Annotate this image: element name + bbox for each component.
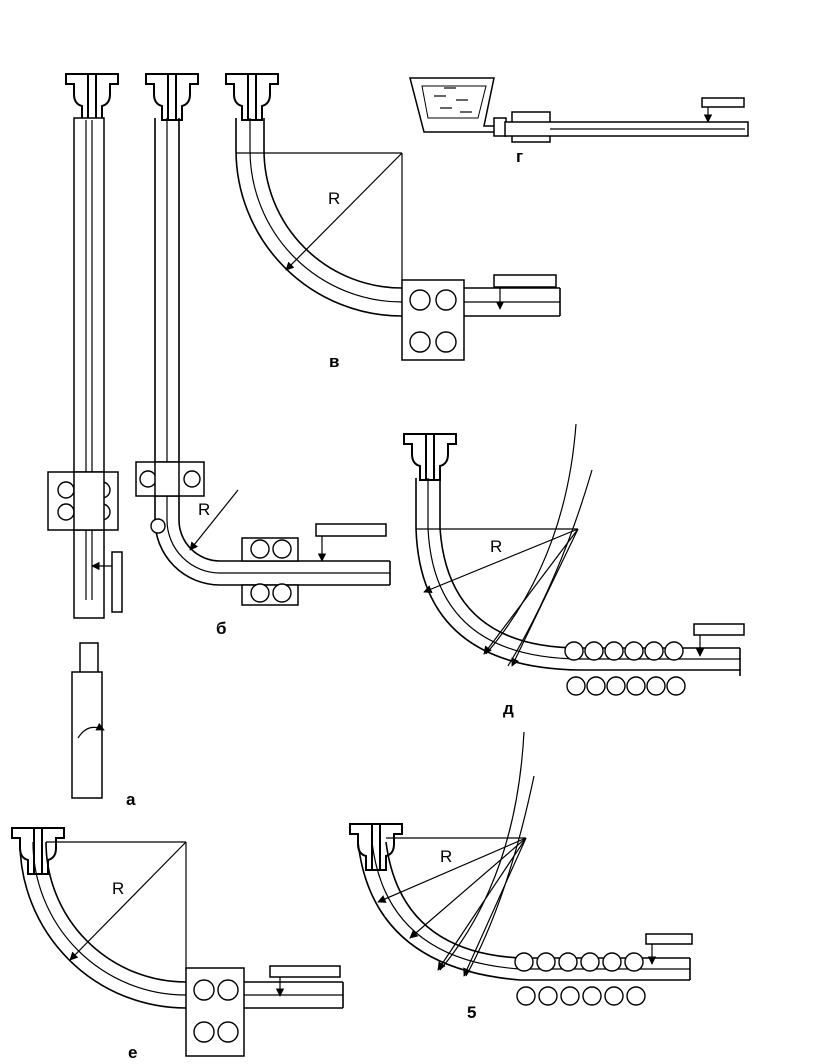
label-zh: 5	[467, 1003, 476, 1022]
radius-arrow	[285, 152, 403, 271]
label-d: д	[503, 699, 514, 718]
scheme-zh: R 5	[349, 731, 693, 1022]
scheme-v: R в	[225, 73, 561, 371]
rotation-arrow-icon	[77, 722, 105, 739]
label-b: б	[216, 619, 227, 638]
roller-row-bottom	[516, 986, 646, 1006]
label-v: в	[329, 352, 339, 371]
cutter	[269, 965, 341, 978]
mold-icon	[403, 433, 457, 481]
roller-row-bottom	[566, 676, 686, 696]
label-g: г	[516, 147, 523, 166]
ingot	[71, 671, 103, 799]
mold-icon	[225, 73, 279, 121]
radius-label: R	[328, 189, 340, 208]
scheme-g: г	[409, 77, 749, 166]
strand	[73, 117, 105, 619]
cutter	[701, 97, 745, 108]
cutter	[111, 551, 123, 613]
cutter	[693, 623, 745, 636]
radius-label: R	[112, 879, 124, 898]
radius-label: R	[198, 500, 210, 519]
cutter	[645, 933, 693, 945]
roll-stand	[185, 967, 245, 1057]
roller-row-top	[514, 952, 644, 972]
cutter	[493, 274, 557, 288]
roller-row-top	[564, 641, 684, 661]
scheme-d: R д	[403, 423, 745, 718]
mold-icon	[145, 73, 199, 121]
scheme-a: а	[47, 73, 136, 809]
radius-label: R	[440, 847, 452, 866]
label-a: а	[126, 790, 136, 809]
scheme-b: R б	[135, 73, 391, 638]
scheme-e: R е	[11, 827, 344, 1062]
radius-arrow	[69, 841, 187, 961]
mold-icon	[65, 73, 119, 121]
radius-arrow	[189, 489, 239, 551]
cutter	[315, 523, 387, 537]
radius-label: R	[490, 537, 502, 556]
label-e: е	[128, 1043, 137, 1062]
